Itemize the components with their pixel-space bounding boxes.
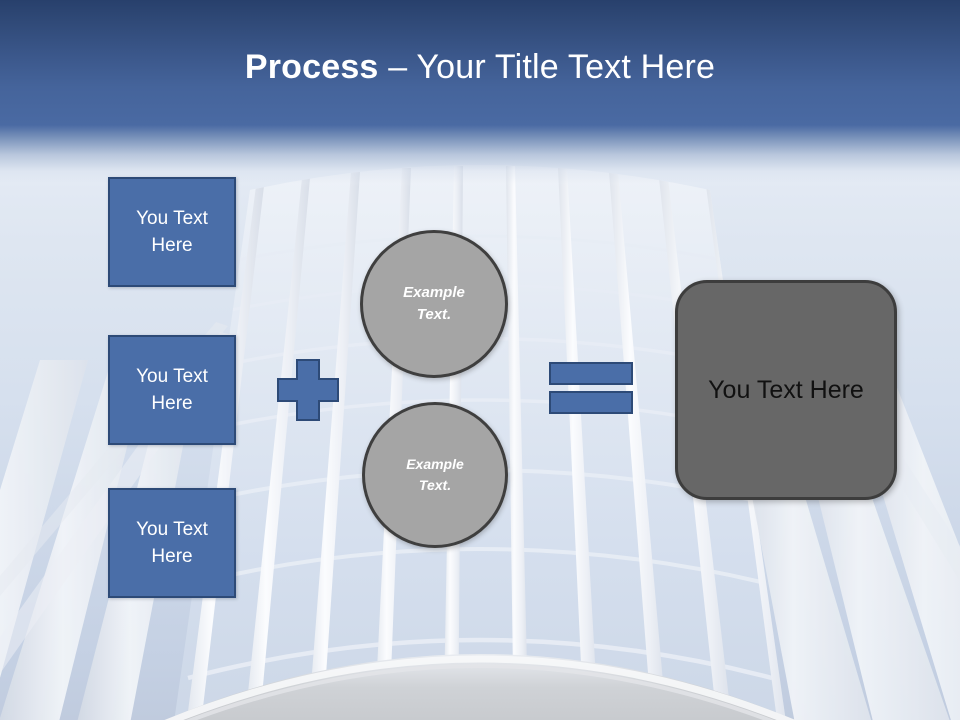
equals-icon xyxy=(549,362,633,414)
page-title-normal: – Your Title Text Here xyxy=(388,48,716,86)
title-band xyxy=(0,0,960,125)
plus-icon xyxy=(277,359,339,421)
title-band-fade xyxy=(0,125,960,187)
equals-bar-top xyxy=(549,362,633,385)
equals-bar-bottom xyxy=(549,391,633,414)
result-box[interactable]: You Text Here xyxy=(675,280,897,500)
result-box-label: You Text Here xyxy=(708,375,864,404)
page-title: Process – Your Title Text Here xyxy=(0,46,960,88)
page-title-bold: Process xyxy=(244,48,389,86)
